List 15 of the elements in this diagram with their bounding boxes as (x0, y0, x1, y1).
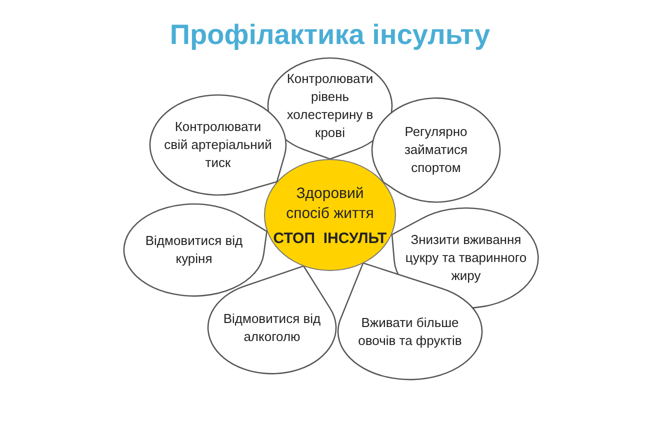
center-text: Здоровий спосіб життя (285, 184, 375, 224)
title: Профілактика інсульту (168, 18, 492, 52)
flower-petal (207, 265, 337, 375)
flower-petal (123, 203, 268, 297)
petal-text: Регулярно займатися спортом (403, 123, 469, 177)
petal-text: Відмовитися від алкоголю (222, 310, 322, 346)
slogan-text: СТОП ІНСУЛЬТ (273, 230, 387, 246)
petal-text: Знизити вживання цукру та тваринного жиру (404, 231, 528, 285)
flower-petal (371, 97, 501, 203)
petal-text: Відмовитися від куріня (144, 232, 244, 268)
center-circle (264, 159, 396, 271)
flower-petal (149, 94, 287, 196)
petal-text: Контролювати рівень холестерину в крові (286, 70, 374, 142)
petal-text: Контролювати свій артеріальний тиск (163, 118, 273, 172)
petal-text: Вживати більше овочів та фруктів (357, 314, 463, 350)
